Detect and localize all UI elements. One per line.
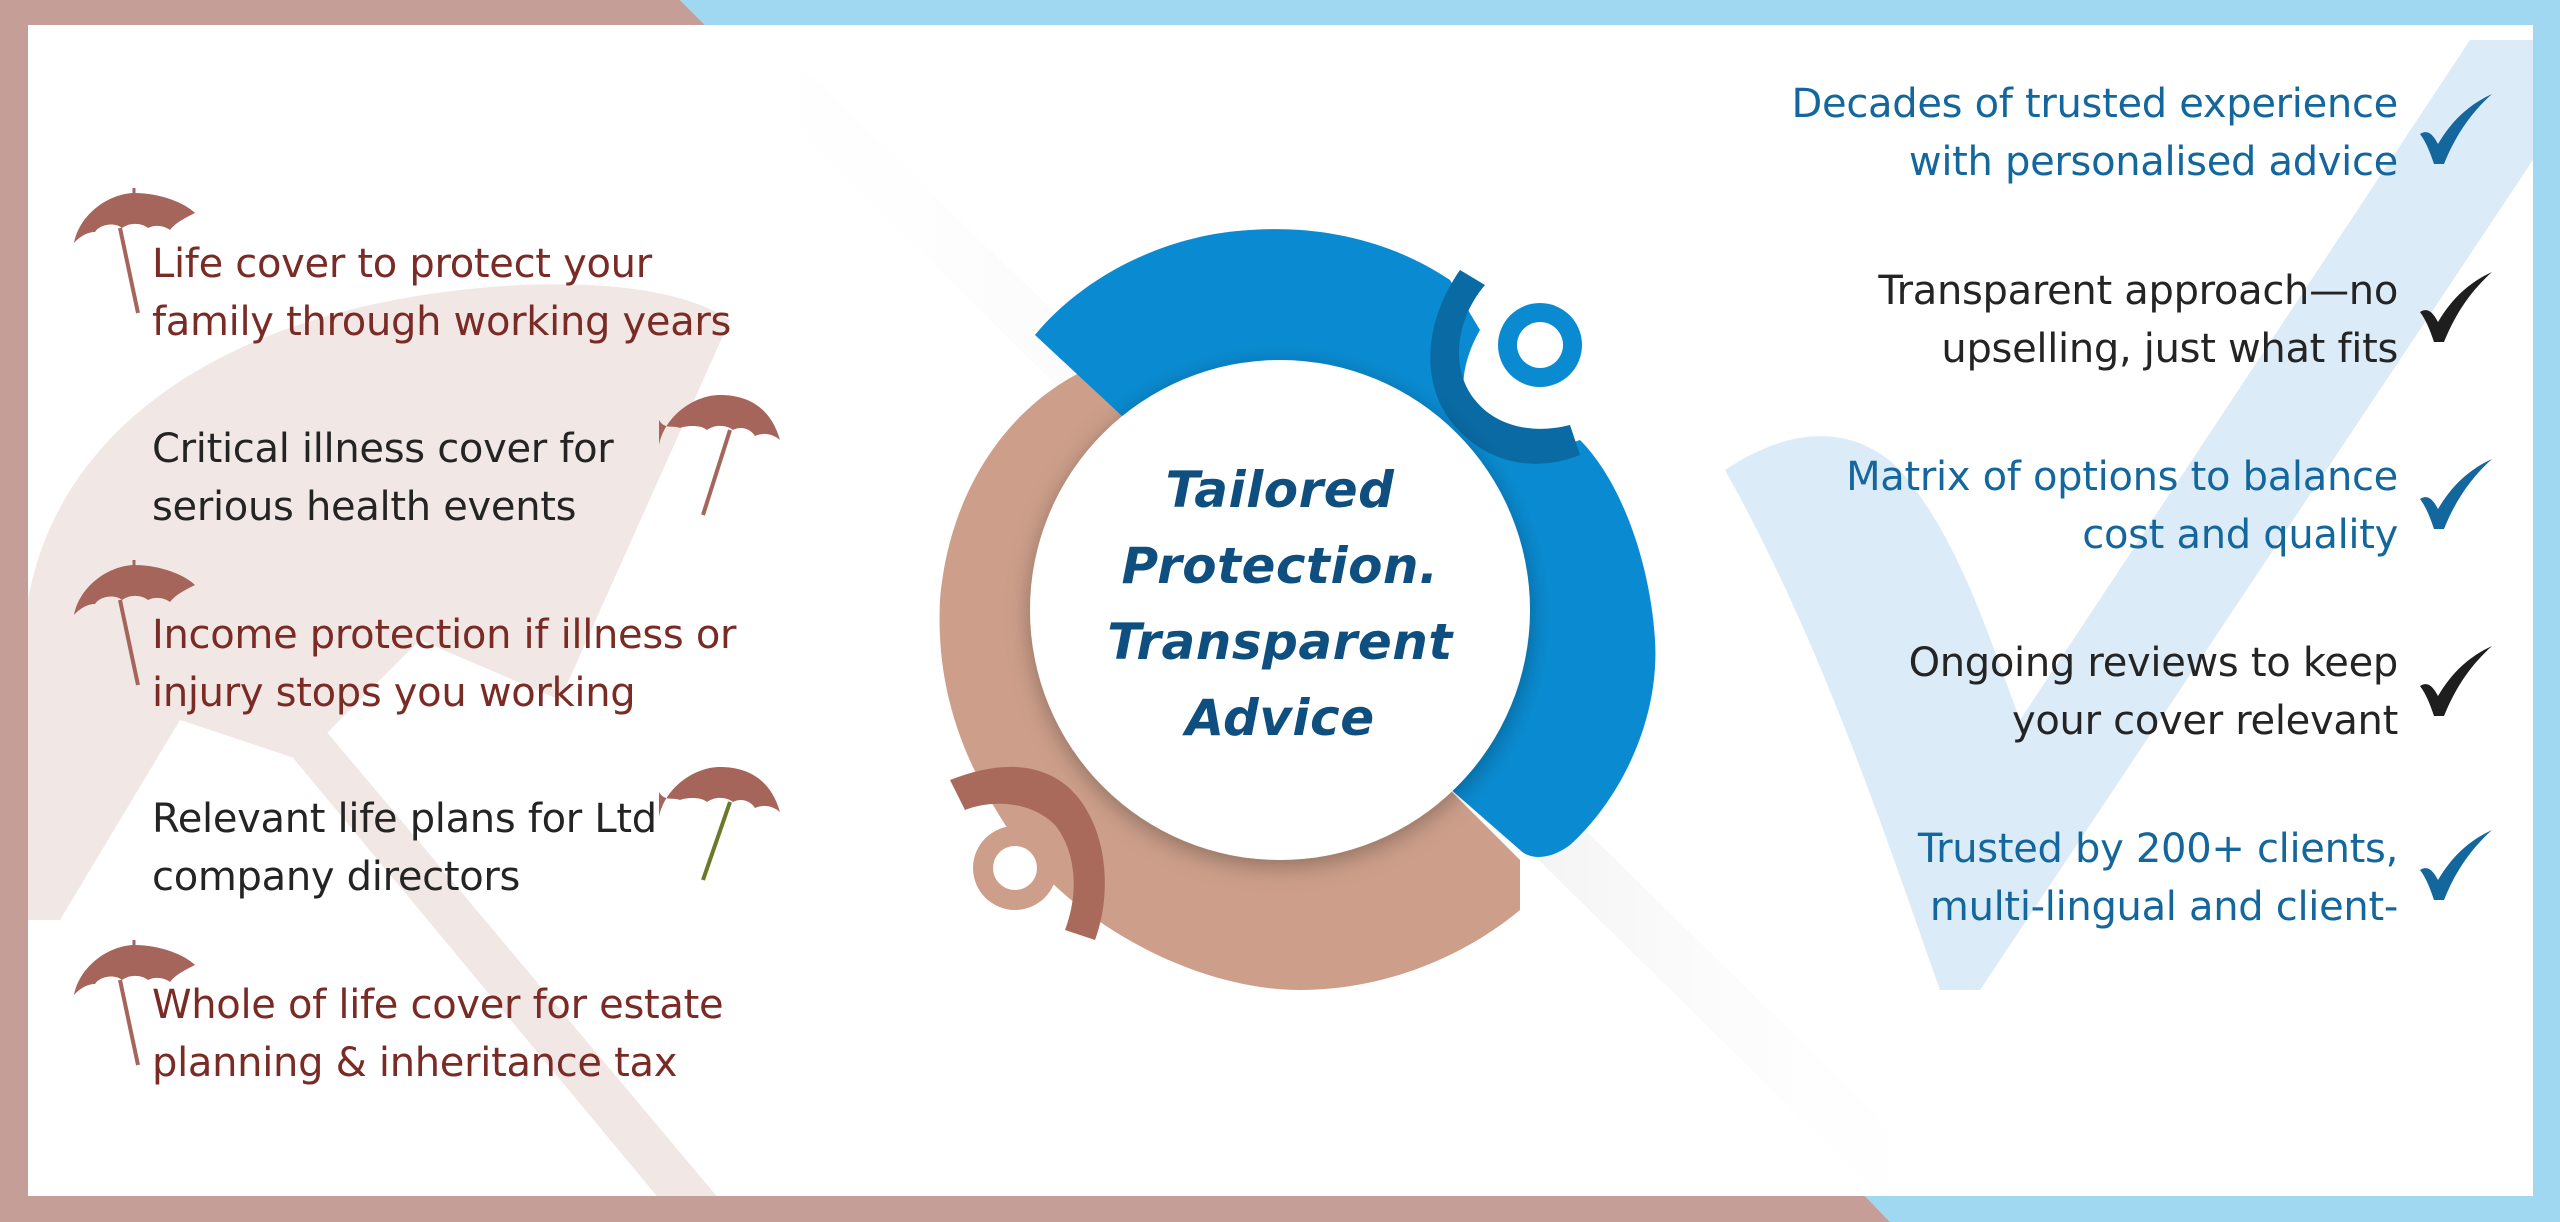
umbrella-icon [655,390,785,520]
checkmark-icon [2416,826,2494,904]
item-text: cost and quality [2082,512,2398,558]
item-text: Relevant life plans for Ltd [152,796,657,842]
item-text: Decades of trusted experience [1791,81,2399,127]
item-text: your cover relevant [2012,698,2398,744]
center-title-line: Transparent [1107,613,1453,671]
center-title: Tailored Protection. Transparent Advice [1030,452,1530,756]
right-list-item: Matrix of options to balance cost and qu… [1846,448,2398,564]
item-text: Trusted by 200+ clients, [1917,826,2398,872]
item-text: multi-lingual and client- [1929,884,2398,930]
right-list-item: Transparent approach—no upselling, just … [1878,262,2398,378]
right-list-item: Ongoing reviews to keep your cover relev… [1908,634,2399,750]
umbrella-icon [70,188,200,318]
center-circle [1030,360,1530,860]
checkmark-watermark [1725,40,2533,990]
left-list-item: Relevant life plans for Ltd company dire… [152,790,657,906]
left-list-item: Whole of life cover for estate planning … [152,976,724,1092]
left-list-item: Critical illness cover for serious healt… [152,420,614,536]
right-list-item: Trusted by 200+ clients, multi-lingual a… [1918,820,2398,936]
item-text: Matrix of options to balance [1846,454,2398,500]
item-text: Transparent approach—no [1878,268,2398,314]
item-text: Life cover to protect your [152,241,652,287]
center-title-line: Advice [1185,689,1375,747]
item-text: family through working years [152,299,732,345]
right-list-item: Decades of trusted experience with perso… [1791,75,2399,191]
item-text: upselling, just what fits [1941,326,2398,372]
item-text: injury stops you working [152,670,636,716]
checkmark-icon [2416,90,2494,168]
umbrella-icon [70,940,200,1070]
item-text: Whole of life cover for estate [152,982,724,1028]
left-list-item: Income protection if illness or injury s… [152,606,736,722]
checkmark-icon [2416,642,2494,720]
item-text: company directors [152,854,521,900]
item-text: with personalised advice [1908,139,2398,185]
item-text: serious health events [152,484,577,530]
item-text: Critical illness cover for [152,426,614,472]
umbrella-icon [70,560,200,690]
checkmark-icon [2416,268,2494,346]
item-text: planning & inheritance tax [152,1040,678,1086]
umbrella-icon [655,762,785,892]
center-title-line: Protection. [1121,537,1439,595]
item-text: Income protection if illness or [152,612,737,658]
center-title-line: Tailored [1165,461,1395,519]
center-ring-graphic [939,229,1656,990]
item-text: Ongoing reviews to keep [1908,640,2399,686]
left-list-item: Life cover to protect your family throug… [152,235,731,351]
checkmark-icon [2416,455,2494,533]
umbrella-watermark [28,284,730,1200]
